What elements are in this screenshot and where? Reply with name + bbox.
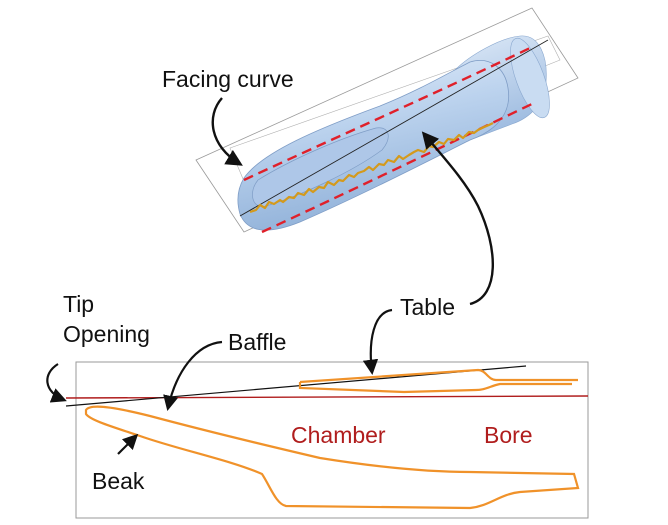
table-arrow (421, 131, 494, 306)
facing-curve-arrow (211, 97, 243, 166)
baffle-label: Baffle (228, 329, 287, 355)
dashed-guide-lower (261, 100, 537, 234)
center-axis (239, 39, 549, 217)
bounding-plane (195, 7, 579, 233)
beak-arrow (117, 433, 139, 455)
baffle-arrow (163, 340, 223, 412)
table-profile (298, 368, 578, 394)
baffle-chamber-profile (84, 405, 580, 510)
tip-opening-arrow (46, 363, 67, 403)
facing-data-trace (249, 122, 494, 214)
table-profile-arrow (362, 308, 393, 376)
bounding-plane-back (229, 35, 561, 187)
tip-label: Tip (63, 291, 95, 317)
mouthpiece-3d-render (195, 7, 579, 234)
reference-baseline (65, 395, 589, 399)
facing-curve-label: Facing curve (162, 66, 294, 92)
beak-label: Beak (92, 468, 145, 494)
cross-section-profile (65, 361, 589, 519)
dashed-guide-upper (243, 46, 531, 182)
opening-label: Opening (63, 321, 150, 347)
profile-frame (75, 361, 589, 519)
shank-end-face (510, 37, 550, 119)
table-label: Table (400, 294, 455, 320)
chamber-label: Chamber (291, 422, 386, 448)
bore-label: Bore (484, 422, 533, 448)
